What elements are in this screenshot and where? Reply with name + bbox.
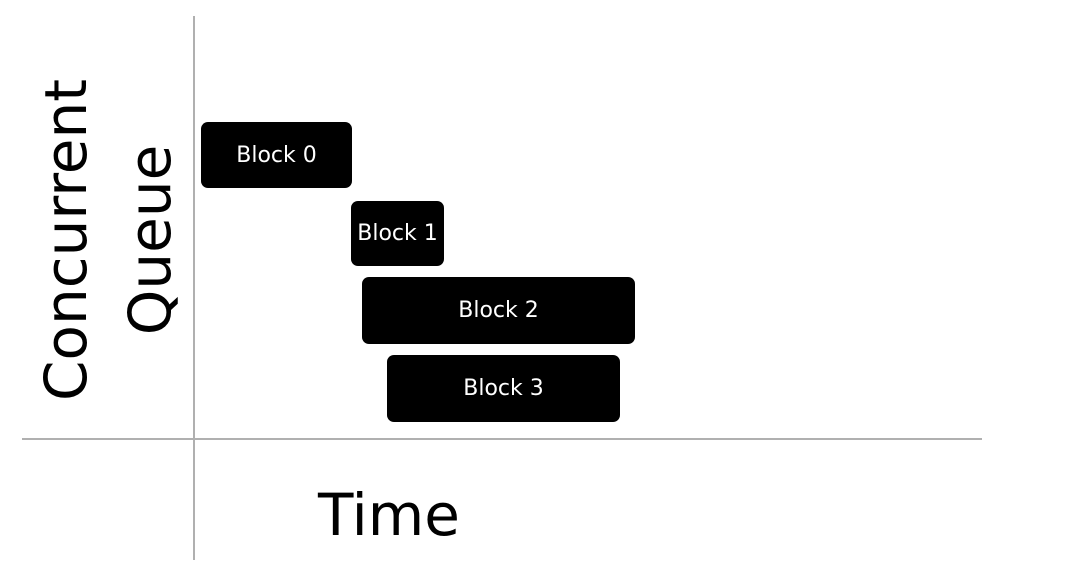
block-3: Block 3 [387,355,620,422]
y-axis-label-line-2: Queue [116,144,184,336]
block-0-label: Block 0 [236,142,317,168]
block-2-label: Block 2 [458,298,539,323]
block-0: Block 0 [201,122,352,188]
x-axis-label: Time [318,481,460,549]
block-1-label: Block 1 [357,221,438,246]
block-2: Block 2 [362,277,635,344]
vertical-axis-line [193,16,195,560]
horizontal-axis-line [22,438,982,440]
y-axis-label-line-1: Concurrent [32,79,100,401]
block-3-label: Block 3 [463,376,544,401]
block-1: Block 1 [351,201,444,266]
